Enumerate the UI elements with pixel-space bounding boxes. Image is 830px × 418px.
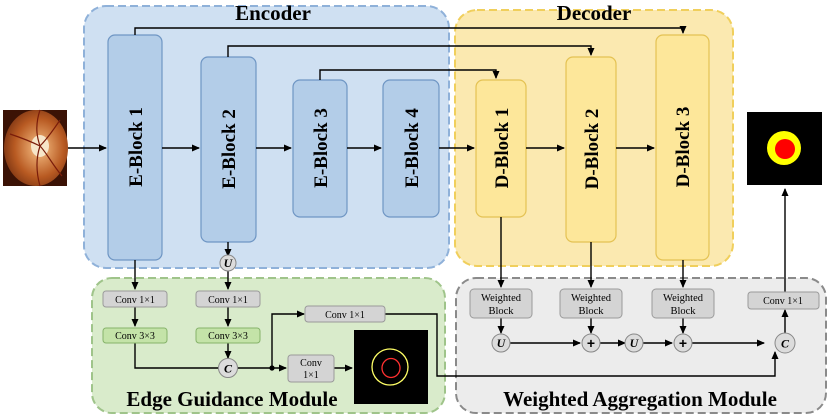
agg-upsample-op-2	[624, 333, 644, 353]
agg-concat-symbol: C	[781, 337, 790, 351]
weighted-block-3	[651, 288, 715, 319]
edge-conv1x1-right	[195, 290, 261, 308]
edge-upsample-op	[219, 254, 237, 272]
edge-conv3x3-left-label: Conv 3×3	[115, 331, 155, 342]
edge-conv1x1-left	[102, 290, 168, 308]
edge-branch-junction	[269, 365, 275, 371]
d-block-1-label: D-Block 1	[492, 108, 513, 189]
aggregation-connectors	[497, 188, 789, 347]
weighted-block-1-line1: Weighted	[481, 293, 522, 304]
edge-upsample-symbol: U	[224, 256, 234, 270]
e-block-1-label: E-Block 1	[126, 107, 147, 187]
edge-conv3x3-right-label: Conv 3×3	[208, 331, 248, 342]
weighted-block-2-line2: Block	[578, 306, 604, 317]
weighted-block-2-line1: Weighted	[571, 293, 612, 304]
skip-connections	[134, 26, 687, 80]
agg-add-op-1	[581, 333, 601, 353]
agg-upsample-op-1	[491, 333, 511, 353]
weighted-block-3-line2: Block	[670, 306, 696, 317]
edge-module-title: Edge Guidance Module	[126, 387, 337, 411]
edge-concat-symbol: C	[224, 362, 233, 376]
agg-upsample-symbol-2: U	[630, 336, 640, 350]
agg-add-op-2	[673, 333, 693, 353]
output-segmentation-mask	[747, 112, 822, 185]
encoder-region	[83, 5, 450, 269]
weighted-block-2	[559, 288, 623, 319]
edge-map-image	[354, 330, 428, 404]
e-block-3-label: E-Block 3	[311, 108, 332, 188]
edge-conv1x1-left-label: Conv 1×1	[115, 295, 155, 306]
e-block-2-label: E-Block 2	[219, 109, 240, 189]
edge-conv1x1-top	[304, 305, 386, 323]
edge-guidance-connectors	[131, 242, 779, 377]
agg-concat-op	[774, 332, 796, 354]
edge-conv-bottom-line2: 1×1	[303, 370, 319, 381]
aggregation-module-title: Weighted Aggregation Module	[503, 387, 777, 411]
decoder-title: Decoder	[557, 1, 632, 25]
edge-conv1x1-bottom	[287, 354, 335, 383]
weighted-block-1-line2: Block	[488, 306, 514, 317]
d-block-2-label: D-Block 2	[582, 109, 603, 190]
edge-concat-op	[218, 358, 238, 378]
edge-conv1x1-right-label: Conv 1×1	[208, 295, 248, 306]
weighted-block-3-line1: Weighted	[663, 293, 704, 304]
agg-final-conv	[747, 291, 820, 310]
edge-conv-bottom-line1: Conv	[300, 358, 322, 369]
agg-add-symbol-1: +	[587, 335, 595, 351]
agg-final-conv-label: Conv 1×1	[763, 296, 803, 307]
edge-conv1x1-top-label: Conv 1×1	[325, 310, 365, 321]
edge-conv3x3-left	[102, 327, 168, 344]
encoder-title: Encoder	[235, 1, 311, 25]
weighted-block-1	[469, 288, 533, 319]
agg-add-symbol-2: +	[679, 335, 687, 351]
input-fundus-image	[3, 109, 68, 187]
agg-upsample-symbol-1: U	[497, 336, 507, 350]
edge-conv3x3-right	[195, 327, 261, 344]
e-block-4-label: E-Block 4	[402, 108, 423, 188]
d-block-3-label: D-Block 3	[673, 107, 694, 188]
